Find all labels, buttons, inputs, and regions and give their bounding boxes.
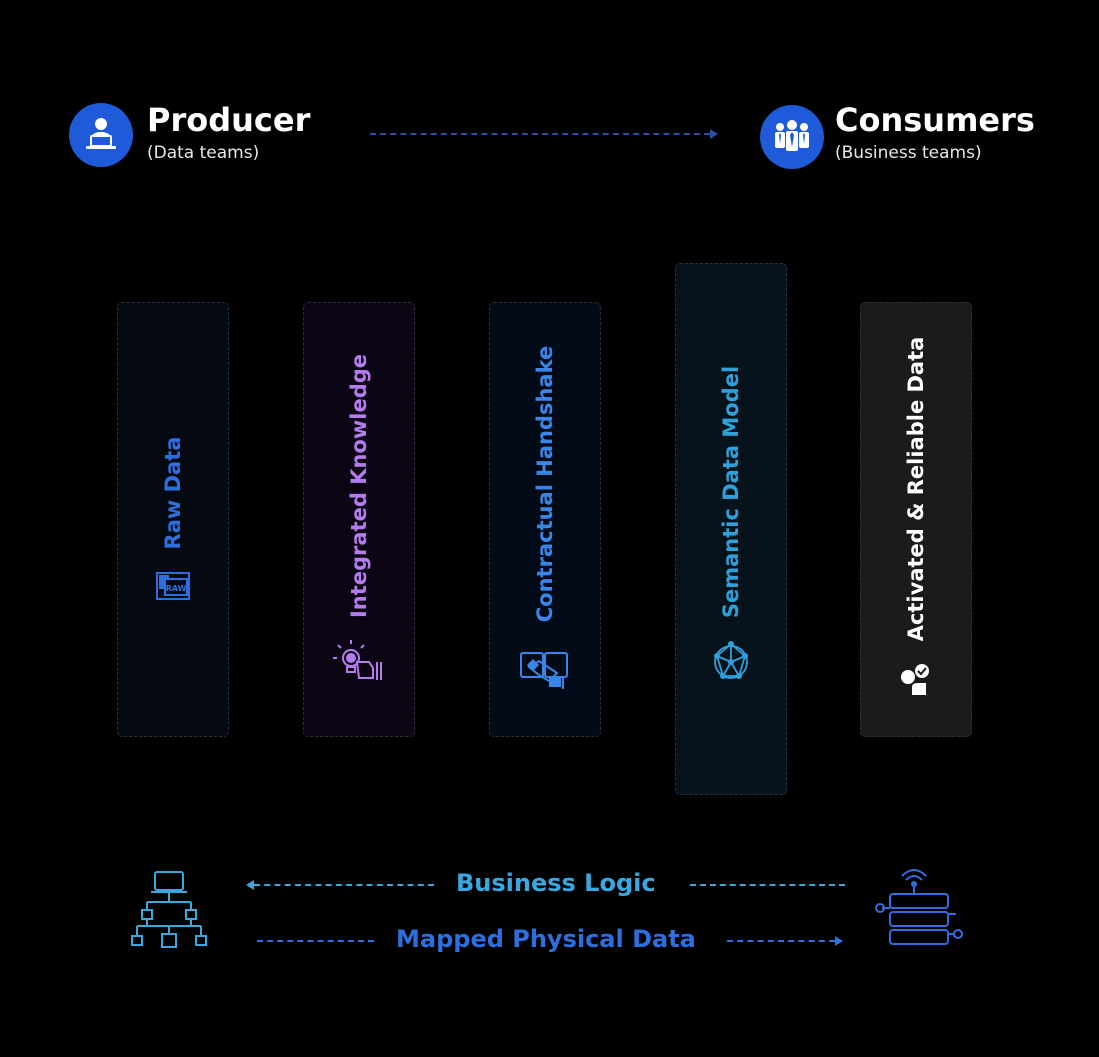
user-check-icon	[901, 664, 929, 695]
producer-title: Producer	[147, 101, 311, 139]
stage-label: Contractual Handshake	[533, 345, 557, 623]
stage-label: Activated & Reliable Data	[904, 336, 928, 642]
mapped-physical-data-label: Mapped Physical Data	[396, 925, 696, 953]
stage-label: Raw Data	[161, 436, 185, 550]
arrow-head-right-icon	[835, 936, 843, 946]
stage-label: Integrated Knowledge	[347, 353, 371, 619]
mapped-physical-data-line-left	[257, 940, 374, 942]
laptop-user-icon	[86, 118, 116, 149]
producer-avatar	[69, 103, 133, 167]
network-globe-icon	[714, 641, 748, 679]
consumers-subtitle: (Business teams)	[835, 143, 982, 163]
business-team-icon	[775, 120, 809, 151]
stage-semantic-data-model: Semantic Data Model	[675, 263, 787, 795]
handshake-icon	[520, 652, 568, 689]
hierarchy-laptop-icon	[131, 871, 207, 948]
svg-text:RAW: RAW	[166, 584, 187, 593]
consumers-avatar	[760, 105, 824, 169]
raw-file-icon: RAW	[156, 572, 190, 600]
business-logic-line-left	[254, 884, 434, 886]
database-server-icon	[875, 869, 963, 945]
arrow-head-right-icon	[710, 129, 718, 139]
business-logic-label: Business Logic	[456, 869, 656, 897]
mapped-physical-data-line-right	[727, 940, 835, 942]
stage-label: Semantic Data Model	[719, 365, 743, 619]
producer-subtitle: (Data teams)	[147, 143, 260, 163]
stage-integrated-knowledge: Integrated Knowledge	[303, 302, 415, 737]
business-logic-line-right	[690, 884, 845, 886]
stage-contractual-handshake: Contractual Handshake	[489, 302, 601, 737]
stage-activated-reliable-data: Activated & Reliable Data	[860, 302, 972, 737]
consumers-title: Consumers	[835, 101, 1035, 139]
producer-to-consumer-arrow	[370, 133, 710, 135]
arrow-head-left-icon	[246, 880, 254, 890]
stage-raw-data: Raw Data RAW	[117, 302, 229, 737]
lightbulb-hand-icon	[333, 640, 382, 680]
